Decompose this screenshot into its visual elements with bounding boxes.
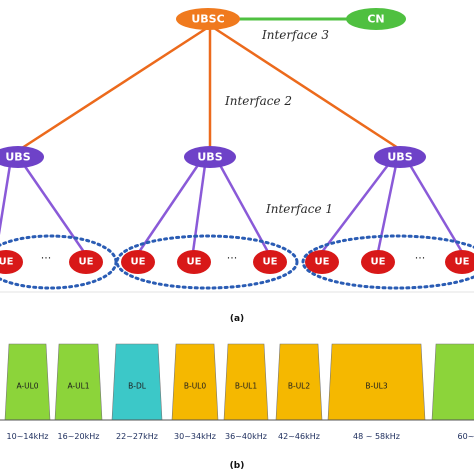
ubs-node-center: UBS	[184, 146, 236, 168]
ue-node: UE	[69, 250, 103, 274]
cn-node: CN	[346, 8, 406, 30]
interface-2-label: Interface 2	[224, 94, 292, 108]
ue-ellipsis: ···	[41, 252, 52, 265]
spectrum-bands: A-UL010~14kHzA-UL116~20kHzB-DL22~27kHzB-…	[0, 343, 474, 441]
band-label: B-UL2	[288, 382, 311, 391]
ubs-node-right: UBS	[374, 146, 426, 168]
svg-text:UE: UE	[0, 257, 14, 268]
ue-nodes: UE UE UE UE UE UE UE UE	[0, 250, 474, 274]
ue-node: UE	[361, 250, 395, 274]
svg-text:UE: UE	[371, 257, 386, 268]
band-label: B-UL0	[184, 382, 207, 391]
ubsc-ubs-link-left	[21, 26, 208, 150]
band-label: B-DL	[128, 382, 147, 391]
ue-group-ellipse-3	[301, 234, 474, 290]
caption-b: (b)	[230, 461, 245, 471]
ue-node: UE	[177, 250, 211, 274]
band-5: B-UL1 36~40kHz	[223, 343, 269, 441]
ue-node: UE	[0, 250, 23, 274]
band-frequency: 10~14kHz	[7, 432, 49, 441]
svg-text:UE: UE	[187, 257, 202, 268]
band-3: B-DL 22~27kHz	[111, 343, 163, 441]
svg-text:UE: UE	[263, 257, 278, 268]
interface-1-label: Interface 1	[265, 202, 333, 216]
band-shape	[431, 343, 474, 421]
ue-node: UE	[445, 250, 474, 274]
ubs-ue-links	[0, 164, 464, 253]
band-label: A-UL1	[67, 382, 89, 391]
ue-group-ellipse-2	[115, 234, 299, 290]
ubsc-ubs-link-right	[213, 26, 399, 150]
band-1: A-UL0 10~14kHz	[4, 343, 51, 441]
ubsc-node: UBSC	[176, 8, 240, 30]
svg-text:UBS: UBS	[197, 151, 222, 164]
band-frequency: 60~	[458, 432, 474, 441]
band-frequency: 48 ~ 58kHz	[353, 432, 400, 441]
band-label: B-UL1	[235, 382, 258, 391]
ue-node: UE	[121, 250, 155, 274]
svg-text:UE: UE	[455, 257, 470, 268]
band-7: B-UL3 48 ~ 58kHz	[327, 343, 426, 441]
ue-node: UE	[253, 250, 287, 274]
ubsc-label: UBSC	[191, 13, 224, 26]
ue-ellipsis: ···	[415, 252, 426, 265]
ubs-node-left: UBS	[0, 146, 44, 168]
ue-node: UE	[305, 250, 339, 274]
ue-ellipsis: ···	[227, 252, 238, 265]
band-label: B-UL3	[365, 382, 388, 391]
band-2: A-UL1 16~20kHz	[54, 343, 103, 441]
band-4: B-UL0 30~34kHz	[171, 343, 219, 441]
interface-3-label: Interface 3	[261, 28, 329, 42]
band-frequency: 42~46kHz	[278, 432, 320, 441]
ue-group-ellipse-1	[0, 234, 118, 290]
svg-text:UBS: UBS	[5, 151, 30, 164]
band-frequency: 16~20kHz	[58, 432, 100, 441]
band-frequency: 36~40kHz	[225, 432, 267, 441]
band-frequency: 22~27kHz	[116, 432, 158, 441]
svg-text:UE: UE	[79, 257, 94, 268]
band-8: 60~	[431, 343, 474, 441]
svg-text:UBS: UBS	[387, 151, 412, 164]
svg-text:UE: UE	[315, 257, 330, 268]
band-frequency: 30~34kHz	[174, 432, 216, 441]
band-label: A-UL0	[16, 382, 38, 391]
cn-label: CN	[367, 13, 384, 26]
caption-a: (a)	[230, 314, 244, 324]
svg-text:UE: UE	[131, 257, 146, 268]
band-6: B-UL2 42~46kHz	[275, 343, 323, 441]
